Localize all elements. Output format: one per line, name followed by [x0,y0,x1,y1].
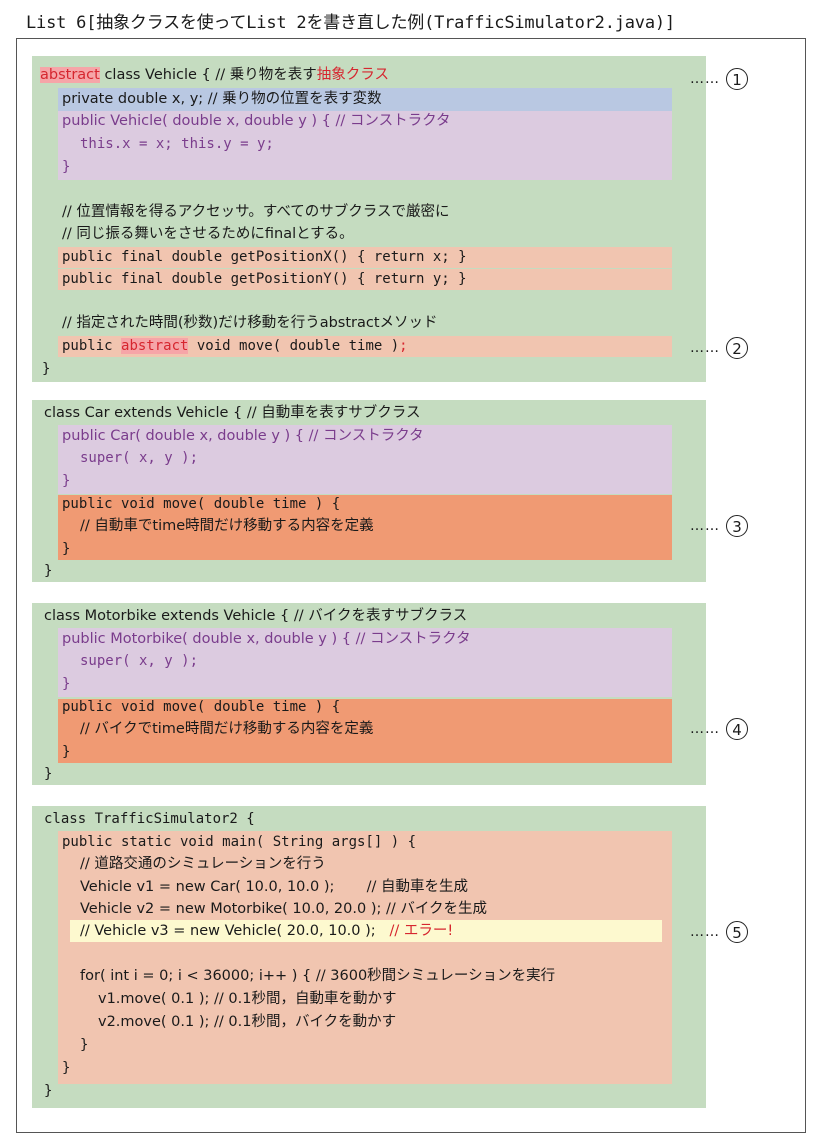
code-line: public void move( double time ) { [62,496,341,512]
code-line: // 自動車でtime時間だけ移動する内容を定義 [80,518,374,534]
code-line: this.x = x; this.y = y; [80,136,274,152]
code-line: abstract class Vehicle { // 乗り物を表す抽象クラス [40,67,389,83]
code-line: public Car( double x, double y ) { // コン… [62,428,424,444]
code-line: public Vehicle( double x, double y ) { /… [62,113,451,129]
constructor-highlight [58,111,672,180]
code-line: } [62,676,71,692]
error-line-highlight [70,920,662,942]
code-line: } [62,744,71,760]
car-class-block: class Car extends Vehicle { // 自動車を表すサブク… [32,400,706,582]
marker-5: ……5 [690,919,748,945]
code-line: } [42,361,51,377]
vehicle-class-block: abstract class Vehicle { // 乗り物を表す抽象クラス … [32,56,706,382]
circled-number: 3 [726,515,748,537]
code-line: } [44,563,53,579]
code-line: public void move( double time ) { [62,699,341,715]
code-line: } [62,1060,71,1076]
code-line: // 指定された時間(秒数)だけ移動を行うabstractメソッド [62,315,438,331]
main-method-highlight [58,831,672,1084]
code-line: // Vehicle v3 = new Vehicle( 20.0, 10.0 … [80,923,454,939]
code-line: class TrafficSimulator2 { [44,811,255,827]
motorbike-class-block: class Motorbike extends Vehicle { // バイク… [32,603,706,785]
code-line: v1.move( 0.1 ); // 0.1秒間，自動車を動かす [98,991,397,1007]
code-line: } [80,1037,89,1053]
code-line: private double x, y; // 乗り物の位置を表す変数 [62,91,382,107]
code-line: // 位置情報を得るアクセッサ。すべてのサブクラスで厳密に [62,204,450,220]
gety-highlight [58,269,672,290]
abstract-keyword: abstract [40,67,100,83]
code-line: public static void main( String args[] )… [62,834,417,850]
listing-title: List 6[抽象クラスを使ってList 2を書き直した例(TrafficSim… [26,13,675,33]
code-line: super( x, y ); [80,653,199,669]
code-line: // 同じ振る舞いをさせるためにfinalとする。 [62,226,354,242]
code-line: } [44,1083,53,1099]
code-line: public abstract void move( double time )… [62,338,408,354]
field-highlight [58,88,672,111]
code-line: for( int i = 0; i < 36000; i++ ) { // 36… [80,968,556,984]
code-line: } [44,766,53,782]
code-line: v2.move( 0.1 ); // 0.1秒間，バイクを動かす [98,1014,397,1030]
code-line: } [62,541,71,557]
code-line: public final double getPositionX() { ret… [62,249,467,265]
code-line: Vehicle v2 = new Motorbike( 10.0, 20.0 )… [80,901,488,917]
constructor-highlight [58,425,672,494]
code-line: super( x, y ); [80,450,199,466]
code-line: class Motorbike extends Vehicle { // バイク… [44,608,468,624]
abstract-move-highlight [58,336,672,357]
constructor-highlight [58,628,672,697]
code-line: } [62,473,71,489]
marker-2: ……2 [690,335,748,361]
code-line: public final double getPositionY() { ret… [62,271,467,287]
move-method-highlight [58,495,672,560]
code-line: class Car extends Vehicle { // 自動車を表すサブク… [44,405,421,421]
circled-number: 1 [726,68,748,90]
code-line: // バイクでtime時間だけ移動する内容を定義 [80,721,374,737]
error-comment: // エラー! [389,923,454,939]
circled-number: 5 [726,921,748,943]
code-line: Vehicle v1 = new Car( 10.0, 10.0 ); // 自… [80,879,469,895]
getx-highlight [58,247,672,268]
marker-3: ……3 [690,513,748,539]
listing-frame [16,38,806,1133]
traffic-simulator-block: class TrafficSimulator2 { public static … [32,806,706,1108]
move-method-highlight [58,699,672,763]
code-line: // 道路交通のシミュレーションを行う [80,856,326,872]
circled-number: 4 [726,718,748,740]
marker-1: ……1 [690,66,748,92]
marker-4: ……4 [690,716,748,742]
abstract-keyword: abstract [121,338,189,354]
code-line: public Motorbike( double x, double y ) {… [62,631,471,647]
code-line: } [62,159,71,175]
abstract-class-label: 抽象クラス [316,67,389,83]
circled-number: 2 [726,337,748,359]
